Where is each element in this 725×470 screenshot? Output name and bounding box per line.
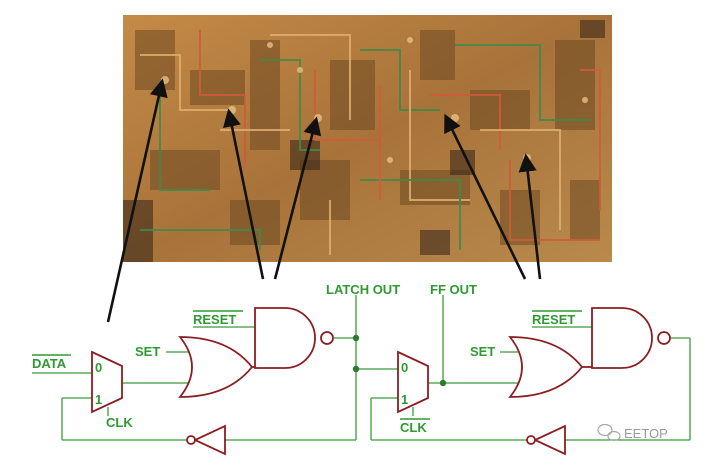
schematic-wires bbox=[32, 295, 691, 441]
inverter-1 bbox=[192, 424, 226, 456]
arrow-latch-nand bbox=[273, 116, 322, 280]
arrow-data-mux bbox=[106, 78, 168, 323]
wechat-icon bbox=[597, 423, 621, 442]
reset-label-2: RESET bbox=[532, 312, 575, 327]
mux-1 bbox=[91, 350, 123, 414]
ff-out-label: FF OUT bbox=[430, 282, 477, 297]
reset-label-1: RESET bbox=[193, 312, 236, 327]
latch-out-label: LATCH OUT bbox=[326, 282, 400, 297]
watermark-text: EETOP bbox=[624, 426, 668, 441]
clk-label-1: CLK bbox=[106, 415, 133, 430]
set-label-1: SET bbox=[135, 344, 160, 359]
arrow-ff-nand bbox=[518, 153, 542, 280]
inverter-2 bbox=[532, 424, 566, 456]
arrow-latch-nor bbox=[222, 108, 265, 280]
mux-2 bbox=[397, 350, 429, 414]
junction-dots bbox=[352, 334, 447, 387]
set-label-2: SET bbox=[470, 344, 495, 359]
arrow-ff-nor bbox=[444, 113, 527, 280]
watermark: EETOP bbox=[597, 423, 668, 442]
mux2-input1-label: 1 bbox=[401, 392, 408, 407]
junction-latch-out bbox=[352, 334, 360, 342]
annotation-arrows bbox=[106, 78, 542, 323]
nand-gate-2-bubble bbox=[657, 331, 671, 345]
mux2-input0-label: 0 bbox=[401, 360, 408, 375]
die-photo bbox=[123, 15, 612, 262]
nand-gate-2 bbox=[591, 307, 653, 369]
or-gate-1 bbox=[178, 336, 254, 398]
junction-latch-mux2 bbox=[352, 365, 360, 373]
nand-gate-1 bbox=[254, 307, 316, 369]
inverter-1-bubble bbox=[186, 435, 196, 445]
junction-ff-out bbox=[439, 379, 447, 387]
nand-gate-1-bubble bbox=[320, 331, 334, 345]
data-label: DATA bbox=[32, 356, 67, 371]
clk-label-2: CLK bbox=[400, 420, 427, 435]
schematic-gates bbox=[91, 307, 671, 456]
or-gate-2 bbox=[508, 336, 584, 398]
mux1-input1-label: 1 bbox=[95, 392, 102, 407]
schematic-labels: LATCH OUT FF OUT RESET SET DATA 0 1 CLK … bbox=[32, 282, 582, 435]
inverter-2-bubble bbox=[526, 435, 536, 445]
mux1-input0-label: 0 bbox=[95, 360, 102, 375]
